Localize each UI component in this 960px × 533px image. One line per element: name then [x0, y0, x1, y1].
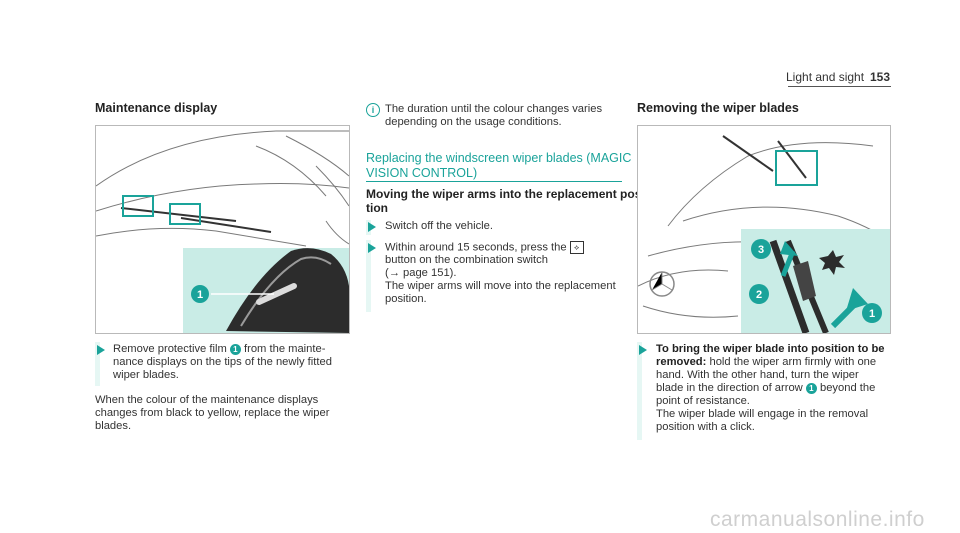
- remove-blade-step: To bring the wiper blade into position t…: [656, 343, 885, 433]
- svg-text:1: 1: [197, 289, 203, 301]
- maintenance-display-heading: Maintenance display: [95, 101, 218, 115]
- step-arrow-icon: [639, 345, 647, 355]
- info-icon: i: [366, 103, 380, 117]
- svg-text:2: 2: [756, 289, 762, 301]
- click-burst-icon: [819, 250, 845, 275]
- step-arrow-icon: [97, 345, 105, 355]
- page-number: 153: [870, 70, 891, 84]
- car-front-drawing: 3 2 1: [638, 135, 890, 333]
- moving-wiper-arms-heading: Moving the wiper arms into the replaceme…: [366, 187, 649, 215]
- callout-1: [862, 303, 882, 323]
- maintenance-display-illustration: 1: [95, 125, 350, 334]
- color-change-paragraph: When the colour of the maintenance displ…: [95, 394, 330, 432]
- header-rule: [788, 86, 891, 87]
- svg-text:3: 3: [758, 244, 764, 256]
- press-button-step: Within around 15 seconds, press the ⟡ bu…: [385, 241, 616, 306]
- highlight-box-2: [169, 203, 201, 225]
- windscreen-wiper-drawing: 1: [96, 130, 349, 333]
- step-arrow-icon: [368, 222, 376, 232]
- switch-off-step: Switch off the vehicle.: [385, 220, 493, 232]
- remove-film-step: Remove protective film 1 from the mainte…: [113, 343, 332, 381]
- callout-2: [749, 284, 769, 304]
- svg-text:1: 1: [869, 308, 875, 320]
- highlight-box: [775, 150, 818, 186]
- removing-wiper-blades-heading: Removing the wiper blades: [637, 101, 799, 115]
- info-note: The duration until the colour changes va…: [385, 103, 603, 128]
- replacing-wiper-blades-heading: Replacing the windscreen wiper blades (M…: [366, 151, 632, 180]
- highlight-box-1: [122, 195, 154, 217]
- callout-1: [191, 285, 209, 303]
- wiper-button-icon: ⟡: [569, 241, 584, 254]
- callout-3: [751, 239, 771, 259]
- number-1-icon: 1: [229, 343, 241, 355]
- number-1-icon: 1: [805, 382, 817, 394]
- step-bar: [366, 240, 371, 312]
- step-arrow-icon: [368, 243, 376, 253]
- step-bar: [637, 342, 642, 440]
- removing-wiper-illustration: 3 2 1: [637, 125, 891, 334]
- section-title: Light and sight: [786, 70, 865, 84]
- step-bar: [95, 342, 100, 386]
- watermark: carmanualsonline.info: [710, 508, 925, 531]
- teal-heading-rule: [366, 181, 622, 182]
